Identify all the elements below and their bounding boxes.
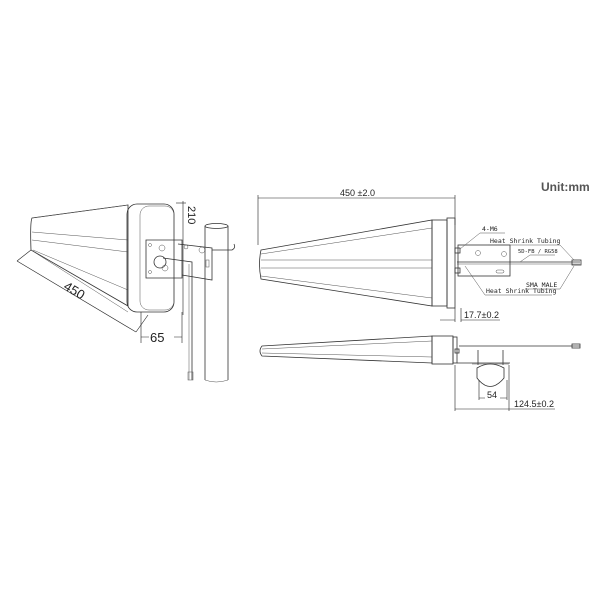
label-heat-shrink-bottom: Heat Shrink Tubing xyxy=(486,287,557,295)
unit-label: Unit:mm xyxy=(541,180,590,194)
perspective-height-dim: 210 xyxy=(185,206,197,224)
bracket-dim: 124.5±0.2 xyxy=(514,399,554,409)
label-sma-male: SMA MALE xyxy=(526,281,557,289)
side-view: 450 ±2.0 4-M6 Heat Shrink Tubing 5D-FB /… xyxy=(257,188,582,322)
perspective-depth-dim: 65 xyxy=(150,330,164,345)
top-view: 54 124.5±0.2 xyxy=(259,335,581,411)
label-4-m6: 4-M6 xyxy=(482,225,498,233)
side-flange-dim: 17.7±0.2 xyxy=(464,310,499,320)
perspective-view: 450 210 65 xyxy=(16,201,236,383)
perspective-length-dim: 450 xyxy=(61,278,87,302)
clamp-dim: 54 xyxy=(487,390,497,400)
side-length-dim: 450 ±2.0 xyxy=(340,188,375,198)
label-heat-shrink-top: Heat Shrink Tubing xyxy=(490,237,561,245)
label-cable-type: 5D-FB / RG58 xyxy=(518,249,558,255)
